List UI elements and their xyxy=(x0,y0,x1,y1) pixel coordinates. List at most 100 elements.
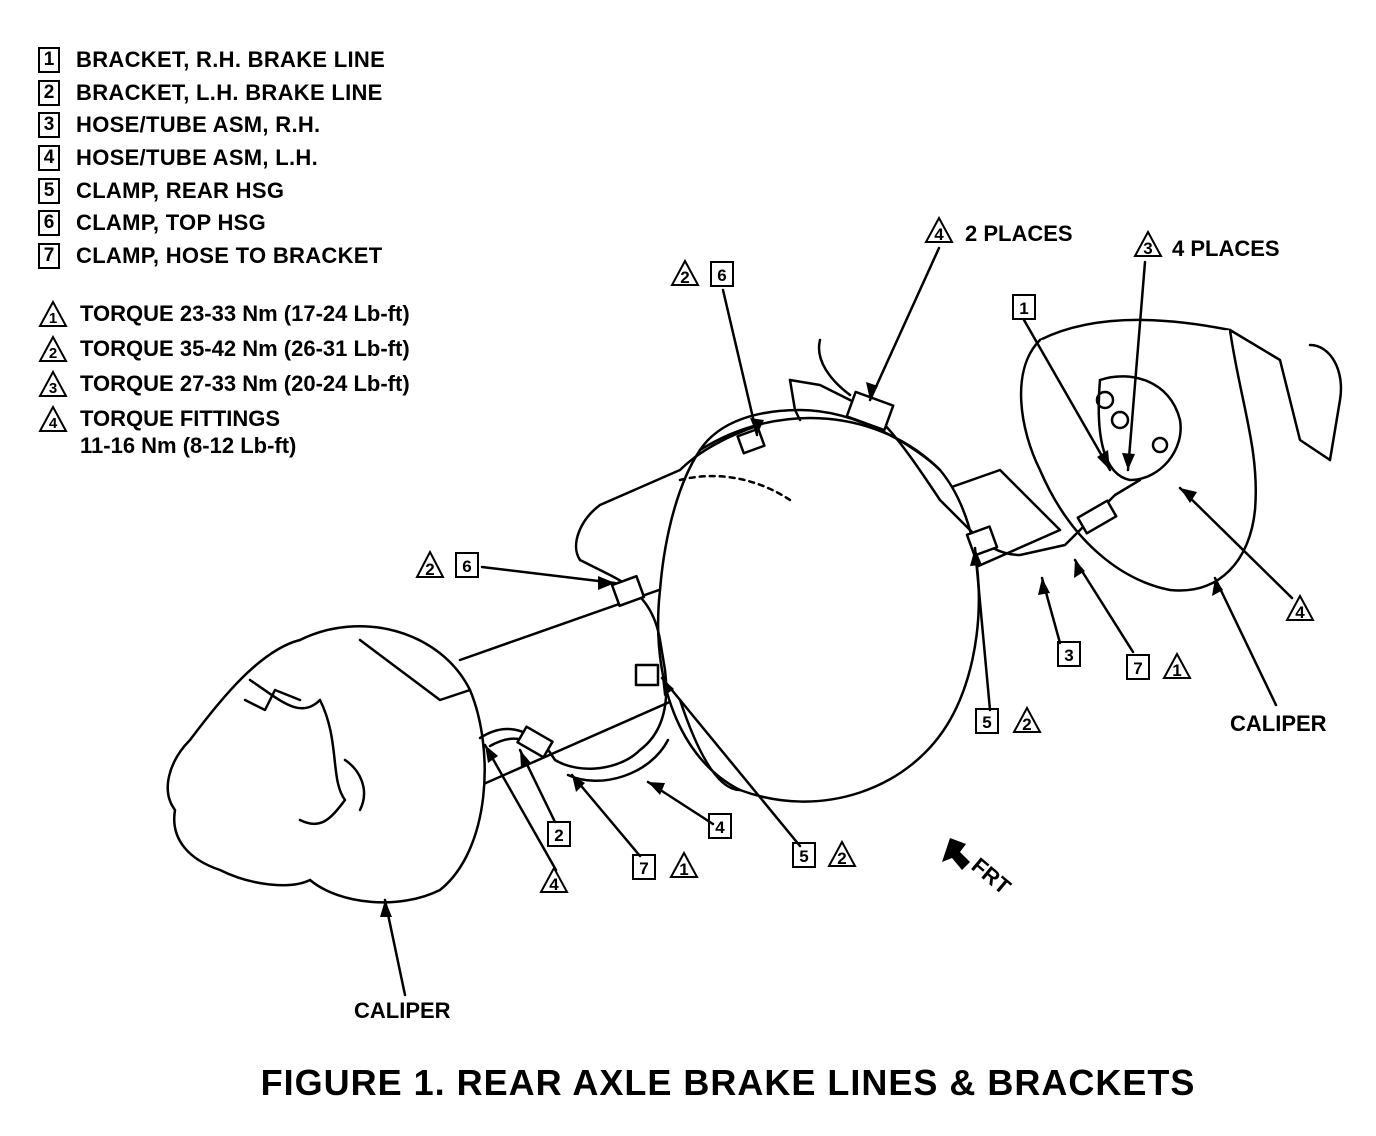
torque-item: 3 TORQUE 27-33 Nm (20-24 Lb-ft) xyxy=(38,366,410,401)
torque-legend: 1 TORQUE 23-33 Nm (17-24 Lb-ft) 2 TORQUE… xyxy=(38,296,410,436)
callout-number: 7 xyxy=(1133,659,1142,678)
parts-legend: 1 BRACKET, R.H. BRAKE LINE 2 BRACKET, L.H.… xyxy=(38,44,385,272)
part-number-box: 5 xyxy=(38,177,60,204)
callout-number: 5 xyxy=(799,847,808,866)
callout-number: 1 xyxy=(1172,661,1181,680)
callout-number: 2 xyxy=(554,826,563,845)
torque-item: 1 TORQUE 23-33 Nm (17-24 Lb-ft) xyxy=(38,296,410,331)
torque-text: TORQUE 35-42 Nm (26-31 Lb-ft) xyxy=(80,335,410,361)
legend-text: CLAMP, TOP HSG xyxy=(76,210,267,236)
clamp-left xyxy=(610,574,646,608)
torque-item: 2 TORQUE 35-42 Nm (26-31 Lb-ft) xyxy=(38,331,410,366)
front-arrow-icon xyxy=(942,838,970,870)
part-number-box: 2 xyxy=(38,79,60,106)
legend-text: BRACKET, R.H. BRAKE LINE xyxy=(76,47,386,73)
legend-item: 4 HOSE/TUBE ASM, L.H. xyxy=(38,142,385,175)
svg-text:3: 3 xyxy=(49,380,57,397)
differential-housing xyxy=(656,408,981,803)
callout-number: 4 xyxy=(549,875,559,894)
lh-brake-line xyxy=(478,423,762,770)
torque-triangle-icon: 2 xyxy=(38,334,68,362)
legend-item: 2 BRACKET, L.H. BRAKE LINE xyxy=(38,77,385,110)
arrowheads xyxy=(380,382,1223,917)
part-number-box xyxy=(632,854,656,880)
torque-item: 4 TORQUE FITTINGS xyxy=(38,401,410,436)
legend-item: 5 CLAMP, REAR HSG xyxy=(38,174,385,207)
callout-number: 2 xyxy=(1022,715,1031,734)
bracket-rh xyxy=(845,390,895,432)
torque-triangle-icon xyxy=(827,839,857,867)
torque-text: TORQUE 23-33 Nm (17-24 Lb-ft) xyxy=(80,300,410,326)
part-number-box: 6 xyxy=(38,210,60,237)
legend-item: 7 CLAMP, HOSE TO BRACKET xyxy=(38,240,385,273)
callout-number: 5 xyxy=(982,713,991,732)
rear-axle-diagram: 2 6 2 6 4 3 1 4 3 7 1 5 2 2 4 7 1 4 5 2 … xyxy=(166,215,1343,1023)
callout-number: 4 xyxy=(715,818,725,837)
callout-number: 2 xyxy=(837,849,846,868)
part-number-box xyxy=(1012,294,1036,320)
part-number-box xyxy=(792,842,816,868)
callout-number: 3 xyxy=(1064,646,1073,665)
svg-text:1: 1 xyxy=(49,310,57,327)
callout-number: 4 xyxy=(934,225,944,244)
legend-text: CLAMP, HOSE TO BRACKET xyxy=(76,242,383,268)
callout-number: 1 xyxy=(679,860,688,879)
callout-number: 3 xyxy=(1143,239,1152,258)
part-number-box: 1 xyxy=(38,47,60,74)
torque-triangle-icon xyxy=(670,258,700,286)
part-number-box: 7 xyxy=(38,242,60,269)
two-places-label: 2 PLACES xyxy=(965,221,1073,246)
fitting-right xyxy=(1076,499,1118,535)
part-number-box xyxy=(1057,641,1081,667)
torque-triangle-icon xyxy=(1133,229,1163,257)
clamp-rear-hsg-left xyxy=(634,663,660,687)
callout-number: 2 xyxy=(425,560,434,579)
part-number-box: 3 xyxy=(38,112,60,139)
callout-number: 4 xyxy=(1295,603,1305,622)
legend-text: BRACKET, L.H. BRAKE LINE xyxy=(76,79,383,105)
torque-triangle-icon: 3 xyxy=(38,369,68,397)
fitting-left xyxy=(516,725,554,759)
left-brake-assembly xyxy=(166,625,486,904)
torque-triangle-icon xyxy=(415,549,445,578)
callout-number: 6 xyxy=(717,266,726,285)
legend-text: HOSE/TUBE ASM, R.H. xyxy=(76,112,321,138)
caliper-right-label: CALIPER xyxy=(1230,711,1327,736)
svg-text:4: 4 xyxy=(49,415,58,432)
four-places-label: 4 PLACES xyxy=(1172,236,1280,261)
torque-triangle-icon xyxy=(669,850,699,878)
torque-triangle-icon xyxy=(1285,593,1315,621)
legend-text: HOSE/TUBE ASM, L.H. xyxy=(76,145,319,171)
torque-triangle-icon: 4 xyxy=(38,404,68,432)
torque-triangle-icon xyxy=(924,215,954,243)
torque-triangle-icon xyxy=(1162,651,1192,679)
frt-label: FRT xyxy=(967,853,1016,900)
torque-fittings-value: 11-16 Nm (8-12 Lb-ft) xyxy=(80,433,297,458)
part-number-box xyxy=(710,261,734,287)
part-number-box: 4 xyxy=(38,145,60,172)
torque-text: TORQUE FITTINGS xyxy=(80,405,281,431)
torque-triangle-icon xyxy=(1012,705,1042,733)
torque-text: TORQUE 27-33 Nm (20-24 Lb-ft) xyxy=(80,370,410,396)
torque-triangle-icon xyxy=(539,865,569,893)
torque-triangle-icon: 1 xyxy=(38,299,68,327)
callout-number: 6 xyxy=(462,557,471,576)
caliper-left-label: CALIPER xyxy=(354,998,451,1023)
legend-item: 6 CLAMP, TOP HSG xyxy=(38,207,385,240)
part-number-box xyxy=(975,708,999,734)
part-number-box xyxy=(708,813,732,839)
right-brake-assembly xyxy=(1019,318,1343,592)
part-number-box xyxy=(455,552,479,578)
front-direction-indicator: FRT xyxy=(942,838,1016,900)
callout-number: 7 xyxy=(639,859,648,878)
part-number-box xyxy=(1126,654,1150,680)
legend-text: CLAMP, REAR HSG xyxy=(76,177,285,203)
legend-item: 1 BRACKET, R.H. BRAKE LINE xyxy=(38,44,385,77)
part-number-box xyxy=(547,821,571,847)
callout-number: 1 xyxy=(1019,299,1028,318)
figure-caption: FIGURE 1. REAR AXLE BRAKE LINES & BRACKE… xyxy=(260,1062,1196,1103)
svg-text:2: 2 xyxy=(49,345,57,362)
diagram-callouts xyxy=(415,215,1315,893)
callout-number: 2 xyxy=(680,268,689,287)
legend-item: 3 HOSE/TUBE ASM, R.H. xyxy=(38,109,385,142)
